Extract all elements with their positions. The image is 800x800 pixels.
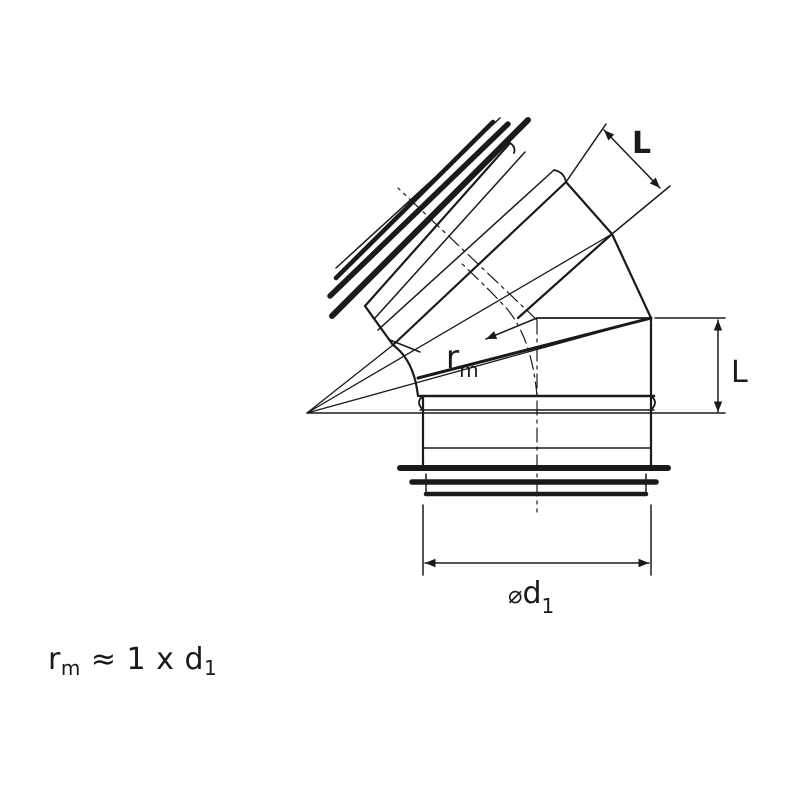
lower-pipe-section	[397, 394, 671, 497]
upper-pipe-section	[327, 117, 568, 347]
dimension-arrows	[424, 129, 723, 568]
length-upper-arrow	[603, 129, 661, 189]
radius-formula: rm ≈ 1 x d1	[48, 642, 218, 680]
center-lines	[397, 187, 538, 513]
diameter-label: ⌀d1	[508, 576, 554, 618]
length-upper-label: L	[632, 126, 651, 161]
radius-label: rm	[446, 338, 479, 382]
length-lower-label: L	[731, 355, 748, 390]
radius-arrow	[485, 317, 538, 340]
construction-lines	[306, 123, 726, 576]
elbow-segment	[389, 180, 653, 398]
